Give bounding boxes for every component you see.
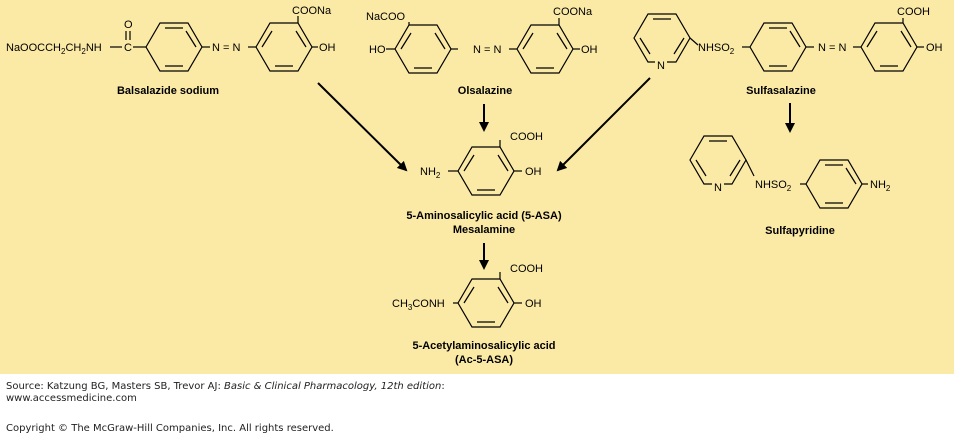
salicylate-ring xyxy=(255,22,313,72)
balsalazide-structure: NaOOCCH2CH2NH C O N = N COONa OH Balsala… xyxy=(6,5,336,97)
balsalazide-azo: N = N xyxy=(212,42,240,54)
mesalamine-structure: NH2 COOH OH 5-Aminosalicylic acid (5-ASA… xyxy=(406,131,562,236)
copyright-notice: Copyright © The McGraw-Hill Companies, I… xyxy=(6,423,334,434)
bond xyxy=(695,159,707,177)
ac5asa-cooh: COOH xyxy=(510,263,543,275)
bond xyxy=(463,154,475,172)
source-prefix: Source: Katzung BG, Masters SB, Trevor A… xyxy=(6,381,225,392)
sulfasalazine-azo: N = N xyxy=(818,42,846,54)
source-url: www.accessmedicine.com xyxy=(6,393,137,404)
sulfapyridine-name: Sulfapyridine xyxy=(765,225,835,237)
salicylate-ring xyxy=(457,146,515,196)
salicylate-ring-left xyxy=(394,24,452,74)
bond xyxy=(900,30,912,48)
bond xyxy=(729,159,741,177)
mesalamine-nh2: NH2 xyxy=(420,166,441,180)
sulfasalazine-name: Sulfasalazine xyxy=(746,85,816,97)
olsalazine-ho: HO xyxy=(369,44,386,56)
pyridine-n-mask xyxy=(712,181,724,193)
mesalamine-name-line2: Mesalamine xyxy=(453,224,515,236)
sulfasalazine-cooh: COOH xyxy=(897,6,930,18)
mesalamine-name-line1: 5-Aminosalicylic acid (5-ASA) xyxy=(406,210,562,222)
bond xyxy=(497,286,509,304)
sulfapyridine-nh2: NH2 xyxy=(870,179,891,193)
mesalamine-cooh: COOH xyxy=(510,131,543,143)
olsalazine-structure: NaCOO HO N = N COONa OH Olsalazine xyxy=(366,6,598,97)
ac5asa-name-line2: (Ac-5-ASA) xyxy=(455,354,513,366)
bond xyxy=(639,37,651,55)
ac5asa-structure: CH3CONH COOH OH 5-Acetylaminosalicylic a… xyxy=(392,263,556,366)
benzene-ring xyxy=(805,159,863,209)
bond xyxy=(845,167,857,185)
bond xyxy=(463,286,475,304)
arrow-sulfasalazine-to-5asa xyxy=(556,77,651,172)
sulfasalazine-oh: OH xyxy=(926,42,943,54)
bond xyxy=(745,159,755,177)
balsalazide-carbonyl-c: C xyxy=(124,42,132,54)
olsalazine-name: Olsalazine xyxy=(458,85,512,97)
sulfasalazine-pyridine-n: N xyxy=(657,60,665,72)
benzene-ring xyxy=(145,22,203,72)
olsalazine-azo: N = N xyxy=(473,44,501,56)
source-book-title: Basic & Clinical Pharmacology, 12th edit… xyxy=(224,381,442,392)
sulfapyridine-structure: N NHSO2 NH2 Sulfapyridine xyxy=(689,135,891,237)
sulfapyridine-nhso2: NHSO2 xyxy=(755,179,792,193)
olsalazine-nacoo: NaCOO xyxy=(366,11,406,23)
bond xyxy=(556,32,568,50)
ac5asa-acetylamino: CH3CONH xyxy=(392,298,445,312)
sulfasalazine-nhso2: NHSO2 xyxy=(698,42,735,56)
bond xyxy=(789,30,801,48)
bond xyxy=(866,30,878,48)
bond xyxy=(434,32,446,50)
sulfasalazine-structure: N NHSO2 N = N COOH OH Sulfasalazine xyxy=(633,6,943,97)
bond xyxy=(689,37,699,46)
arrow-balsalazide-to-5asa xyxy=(317,82,408,172)
olsalazine-oh: OH xyxy=(581,44,598,56)
bond xyxy=(673,37,685,55)
diagram-canvas: NaOOCCH2CH2NH C O N = N COONa OH Balsala… xyxy=(6,5,943,366)
bond xyxy=(400,32,412,50)
bond xyxy=(185,30,197,48)
mesalamine-oh: OH xyxy=(525,166,542,178)
source-suffix: : xyxy=(441,381,445,392)
metabolism-diagram: NaOOCCH2CH2NH C O N = N COONa OH Balsala… xyxy=(0,0,954,374)
bond xyxy=(522,32,534,50)
source-footer: Source: Katzung BG, Masters SB, Trevor A… xyxy=(6,381,946,435)
sulfapyridine-pyridine-n: N xyxy=(714,182,722,194)
balsalazide-carbonyl-o: O xyxy=(124,19,133,31)
balsalazide-coona: COONa xyxy=(292,5,332,17)
benzene-ring xyxy=(749,22,807,72)
bond xyxy=(497,154,509,172)
balsalazide-name: Balsalazide sodium xyxy=(117,85,219,97)
balsalazide-chain-label: NaOOCCH2CH2NH xyxy=(6,42,102,56)
source-citation: Source: Katzung BG, Masters SB, Trevor A… xyxy=(6,381,946,393)
pyridine-ring xyxy=(633,13,691,63)
balsalazide-oh: OH xyxy=(319,42,336,54)
ac5asa-oh: OH xyxy=(525,298,542,310)
salicylate-ring-right xyxy=(516,24,574,74)
salicylate-ring xyxy=(457,278,515,328)
bond xyxy=(295,30,307,48)
bond xyxy=(261,30,273,48)
pyridine-n-mask xyxy=(655,58,667,70)
ac5asa-name-line1: 5-Acetylaminosalicylic acid xyxy=(412,340,555,352)
olsalazine-coona: COONa xyxy=(553,6,593,18)
salicylate-ring xyxy=(860,22,918,72)
pyridine-ring xyxy=(689,135,747,185)
